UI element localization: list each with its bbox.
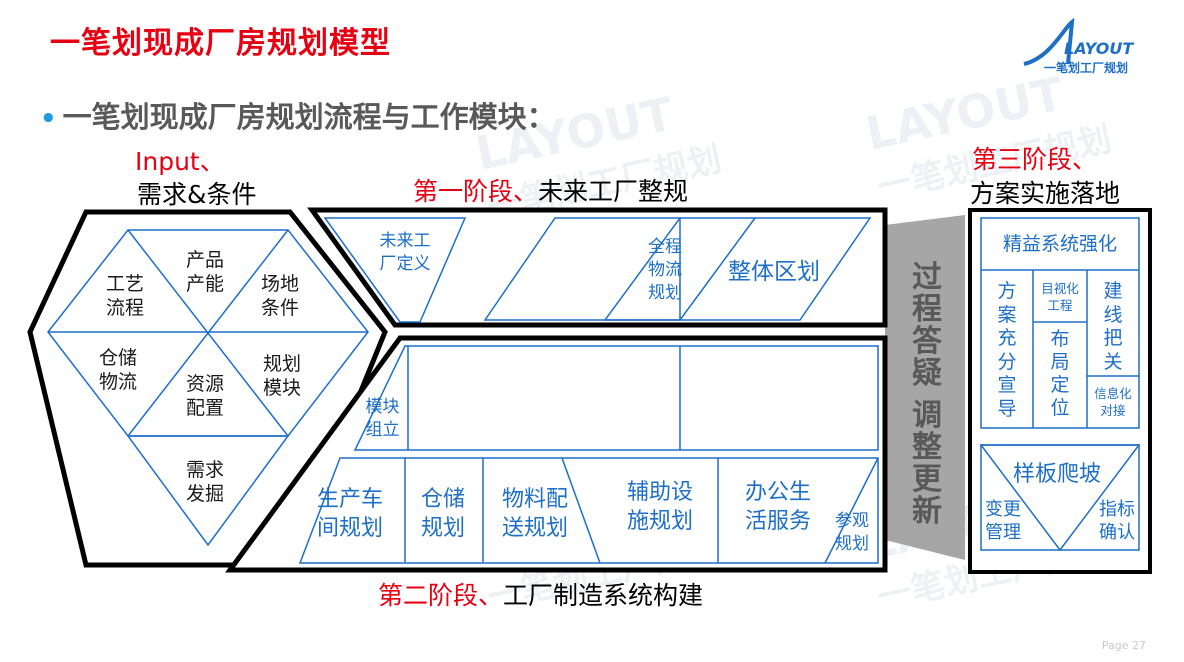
input-cell-demand: 需求 发掘 bbox=[185, 459, 224, 505]
stage1-item-zoning: 整体区划 bbox=[728, 259, 820, 285]
stage2-title-suffix: 工厂制造系统构建 bbox=[503, 581, 704, 610]
input-cell-module: 规划 模块 bbox=[262, 353, 301, 399]
sample-triangle bbox=[979, 444, 1141, 552]
input-cell-warehouse: 仓储 物流 bbox=[98, 347, 137, 393]
grid-line bbox=[679, 217, 756, 321]
stage3-change: 变更 管理 bbox=[985, 499, 1021, 543]
stage2-lower-area bbox=[298, 457, 879, 564]
stage2-title: 第二阶段、工厂制造系统构建 bbox=[378, 576, 703, 612]
process-band bbox=[885, 215, 965, 560]
stage1-title-prefix: 第一阶段、 bbox=[413, 177, 539, 206]
input-bottom-triangle bbox=[126, 435, 290, 547]
stage2-title-prefix: 第二阶段、 bbox=[378, 581, 504, 610]
stage3-lean: 精益系统强化 bbox=[1002, 233, 1117, 255]
section-heading: •一笔划现成厂房规划流程与工作模块： bbox=[40, 94, 556, 136]
input-cell-resource: 资源 配置 bbox=[185, 373, 224, 419]
logo-subtext: 一笔划工厂规划 bbox=[1044, 60, 1128, 75]
page-number: Page 27 bbox=[1101, 639, 1146, 652]
stage1-cell bbox=[603, 217, 872, 321]
stage1-title-suffix: 未来工厂整规 bbox=[538, 177, 689, 206]
logo-text: LAYOUT bbox=[1064, 39, 1134, 58]
stage3-info: 信息化 对接 bbox=[1094, 386, 1132, 418]
stage1-cell bbox=[323, 217, 467, 323]
bullet-icon: • bbox=[40, 104, 57, 134]
stage2-item-storage: 仓储 规划 bbox=[420, 487, 465, 541]
stage3-upper-area bbox=[980, 217, 1140, 429]
stage3-sample: 样板爬坡 bbox=[1013, 462, 1102, 487]
stage3-line: 建 线 把 关 bbox=[1103, 280, 1123, 373]
grid-line bbox=[824, 457, 879, 564]
stage3-target: 指标 确认 bbox=[1099, 499, 1135, 543]
stage2-box bbox=[225, 335, 888, 573]
band-text-update: 调整更新 bbox=[912, 398, 942, 529]
stage3-promotion: 方 案 充 分 宣 导 bbox=[997, 280, 1017, 420]
brand-logo: LAYOUT 一笔划工厂规划 bbox=[1023, 18, 1134, 75]
section-heading-text: 一笔划现成厂房规划流程与工作模块： bbox=[62, 100, 556, 134]
stage1-item-logistics: 全程 物流 规划 bbox=[648, 237, 682, 303]
stage2-item-office: 办公生 活服务 bbox=[744, 480, 811, 534]
input-cell-site: 场地 条件 bbox=[260, 273, 299, 319]
stage2-upper-area bbox=[353, 345, 879, 451]
stage3-title-suffix: 方案实施落地 bbox=[970, 179, 1121, 208]
input-label-en: Input、 bbox=[135, 147, 225, 176]
stage2-module-assembly: 模块 组立 bbox=[365, 397, 400, 440]
stage1-item-definition: 未来工 厂定义 bbox=[379, 231, 431, 274]
stage2-item-facilities: 辅助设 施规划 bbox=[626, 480, 693, 534]
stage2-item-workshop: 生产车 间规划 bbox=[316, 487, 383, 541]
band-text-qa: 过程答疑 bbox=[912, 260, 942, 391]
stage3-visual: 目视化 工程 bbox=[1041, 281, 1079, 313]
grid-line bbox=[127, 229, 289, 437]
page-title: 一笔划现成厂房规划模型 bbox=[50, 26, 391, 61]
input-label-cn: 需求&条件 bbox=[137, 180, 257, 209]
stage3-layout: 布 局 定 位 bbox=[1050, 328, 1070, 419]
stage1-title: 第一阶段、未来工厂整规 bbox=[413, 172, 688, 208]
grid-line bbox=[561, 457, 601, 564]
stage3-title-prefix: 第三阶段、 bbox=[972, 145, 1098, 174]
input-cell-process: 工艺 流程 bbox=[105, 273, 144, 319]
stage2-item-delivery: 物料配 送规划 bbox=[501, 487, 568, 541]
stage2-item-visit: 参观 规划 bbox=[835, 511, 869, 554]
input-cell-product: 产品 产能 bbox=[185, 249, 224, 295]
logo-swoosh-icon bbox=[1023, 18, 1075, 66]
